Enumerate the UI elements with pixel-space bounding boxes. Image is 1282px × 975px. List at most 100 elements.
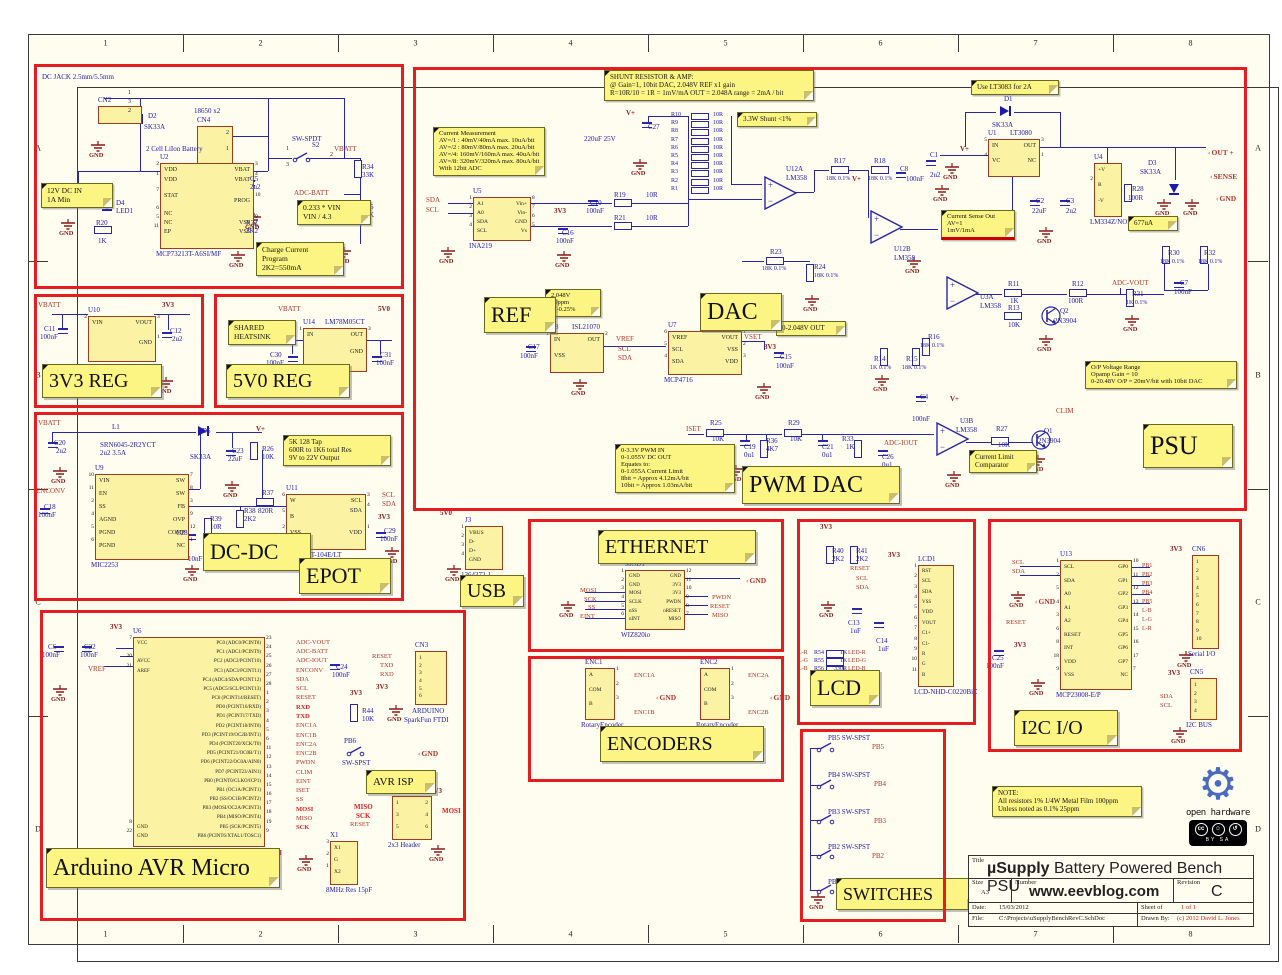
text-10nf: 10nF (188, 555, 203, 563)
ic-pin-number: 9 (266, 827, 269, 834)
ground-label: GND (803, 306, 818, 313)
wire-segment (116, 648, 133, 650)
block-label-arduino-avr-micro: Arduino AVR Micro (46, 848, 280, 888)
grid-tick (1113, 925, 1114, 943)
ic-partnumber: Serial I/O (1188, 650, 1216, 658)
wire-segment (742, 261, 764, 263)
text-r32: R32 (1204, 249, 1216, 257)
ic-pin-name: SCLK (629, 600, 642, 605)
text-pb3-sw-spst: PB3 SW-SPST (828, 808, 871, 816)
text-3v3: 3V3 (554, 207, 567, 215)
ic-pin-number: 4 (461, 551, 464, 557)
ic-refdes: CN6 (1192, 545, 1206, 553)
text-miso: MISO (354, 803, 373, 811)
text-l-r: L-R (798, 650, 808, 656)
ic-pin-name: PB6 (PCINT6/XTAL1/TOSC1) (197, 833, 261, 839)
ic-pin-number: 5 (91, 524, 94, 530)
ic-pin-name: VC (992, 158, 1001, 164)
title-block: Title µSupply Battery Powered Bench PSU … (968, 855, 1254, 927)
text-sk33a: SK33A (144, 123, 166, 131)
text-r33: R33 (842, 435, 854, 443)
block-label-pwm-dac: PWM DAC (742, 466, 900, 504)
text-d3: D3 (1148, 159, 1157, 167)
resistor-symbol (880, 348, 888, 366)
text-vbatt: VBATT (278, 305, 301, 313)
ground-label: GND (245, 224, 260, 231)
text-2-cell-liion-battery: 2 Cell LiIon Battery (146, 145, 203, 153)
text-rxd: RXD (380, 671, 394, 678)
ic-pin-name: Vin+ (515, 201, 527, 207)
wire-segment (683, 614, 708, 616)
sheet-label: Sheet of (1141, 904, 1163, 911)
ic-pin-number: 8 (914, 635, 917, 642)
ic-pin-number: 11 (911, 666, 917, 673)
diode-symbol (998, 104, 1012, 116)
wire-segment (746, 434, 748, 440)
ic-pin-number: 23 (266, 635, 272, 641)
ic-partnumber: I2C BUS (1186, 721, 1212, 729)
resistor-symbol (1124, 184, 1132, 202)
text-enc1a: ENC1A (296, 722, 317, 729)
port-gnd: GND (418, 749, 439, 758)
text-3: 3 (286, 162, 289, 168)
text-100nf: 100nF (38, 511, 56, 519)
ic-pin-number: 2 (91, 498, 94, 504)
text-1k: 1K (846, 443, 855, 451)
text-adc-iout: ADC-IOUT (296, 657, 328, 664)
ground-label: GND (873, 386, 888, 393)
switch-symbol (292, 150, 312, 163)
ic-pin-name: GND (670, 574, 681, 579)
ic-pin-name: SCL (477, 228, 488, 234)
text-c18: C18 (44, 503, 56, 511)
wire-segment (1085, 294, 1164, 296)
ic-pin-name: PD5 (PCINT21/OC0B/T1) (206, 751, 261, 757)
ic-pin-name: SCL (1064, 564, 1075, 570)
text-scl: SCL (1012, 559, 1024, 566)
text-100nf: 100nF (332, 671, 350, 679)
text-820r: 820R (258, 507, 274, 515)
block-label-avr-isp: AVR ISP (366, 770, 436, 794)
wire-segment (1175, 147, 1177, 180)
block-label-ref: REF (484, 297, 556, 333)
ic-pin-number: 4 (664, 353, 667, 359)
text-q2: Q2 (1060, 307, 1069, 315)
text-sparkfun-ftdi: SparkFun FTDI (404, 716, 449, 724)
text-c1: C1 (930, 151, 939, 159)
grid-tick (183, 34, 184, 52)
ic-pin-number: 1 (1041, 152, 1044, 158)
text-c19: C19 (744, 443, 756, 451)
note-line: 30ppm (551, 299, 570, 306)
svg-text:−: − (874, 230, 879, 240)
wire-segment (1020, 566, 1060, 568)
ic-pin-number: 2 (461, 533, 464, 539)
ic-pin-number: 14 (1133, 612, 1139, 619)
number-label: Number (1015, 879, 1037, 886)
ic-pin-number: 2 (326, 851, 329, 857)
text-sda: SDA (426, 196, 441, 204)
ground-label: GND (905, 268, 920, 275)
ic-pin-name: PGND (99, 543, 116, 549)
ic-pin-name: VBAT (234, 167, 250, 173)
note-line: Current Limit (975, 453, 1014, 461)
ic-pin-number: 15 (266, 781, 272, 788)
ground-symbol (1178, 650, 1194, 670)
note-line: SHUNT RESISTOR & AMP: (610, 73, 694, 81)
ic-pin-number: 1 (266, 690, 269, 697)
ic-pin-number: 4 (1056, 598, 1059, 605)
text-v-: V+ (960, 145, 970, 153)
wire-segment (52, 314, 88, 316)
ic-pin-name: OUT (1023, 143, 1036, 149)
text-sw-spdt: SW-SPDT (292, 135, 322, 143)
text-miso: MISO (296, 815, 313, 822)
text-10r: 10R (210, 523, 222, 531)
annotation-note: 0-2.048V OUT (776, 321, 846, 336)
capacitor-symbol (48, 442, 58, 449)
ground-symbol (52, 466, 68, 486)
ic-pin-name: 2 (1196, 567, 1199, 574)
resistor-symbol (1004, 289, 1022, 297)
note-line: VIN / 4.3 (303, 212, 332, 221)
